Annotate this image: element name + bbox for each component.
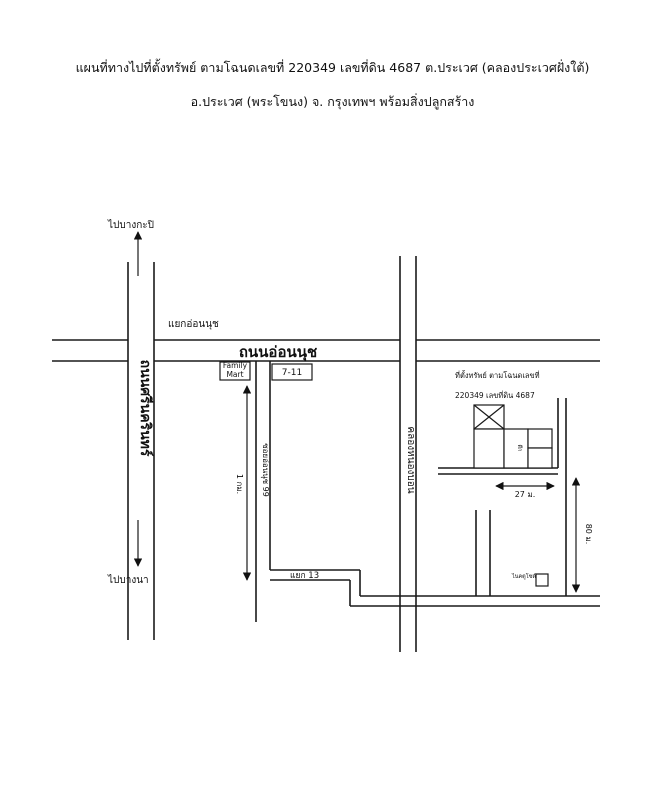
to-bang-kapi-label: ไปบางกะปิ [107,219,154,231]
junction-13-label: แยก 13 [290,571,319,581]
property-label-1: ที่ตั้งทรัพย์ ตามโฉนดเลขที่ [455,370,540,380]
on-nut-road-label: ถนนอ่อนนุช [239,343,317,362]
small-building-label: ไนคตูโซต์ [511,572,536,580]
small-building: ไนคตูโซต์ [511,572,549,587]
klong-nong-bon-label: คลองหนองบอน [405,426,416,493]
property-label-2: 220349 เลขที่ดิน 4687 [455,390,535,400]
distance-27m-label: 27 ม. [515,490,536,499]
house-label: ตึก [516,444,523,451]
family-mart: Family Mart [219,361,251,381]
soi-on-nut-99-label: ซอยอ่อนนุช 99 [261,443,270,497]
family-mart-label-2: Mart [226,370,243,379]
map-title-line-1: แผนที่ทางไปที่ตั้งทรัพย์ ตามโฉนดเลขที่ 2… [75,60,590,75]
map-title-line-2: อ.ประเวศ (พระโขนง) จ. กรุงเทพฯ พร้อมสิ่ง… [190,94,475,109]
on-nut-junction-label: แยกอ่อนนุช [168,319,219,330]
seven-eleven-label: 7-11 [282,368,302,378]
seven-eleven: 7-11 [271,363,313,381]
sri-nakarin-road-label: ถนนศรีนครินทร์ [137,360,154,457]
family-mart-label-1: Family [223,361,248,370]
on-nut-road [52,339,600,362]
distance-80m-label: 80 ม. [584,524,593,545]
to-bang-na-label: ไปบางนา [107,574,149,586]
property-plot: ตึก [473,404,553,469]
klong-nong-bon-canal [399,256,417,652]
distance-1km-label: 1 กม. [235,474,244,494]
sri-nakarin-road [127,262,155,640]
house-box [503,428,529,469]
